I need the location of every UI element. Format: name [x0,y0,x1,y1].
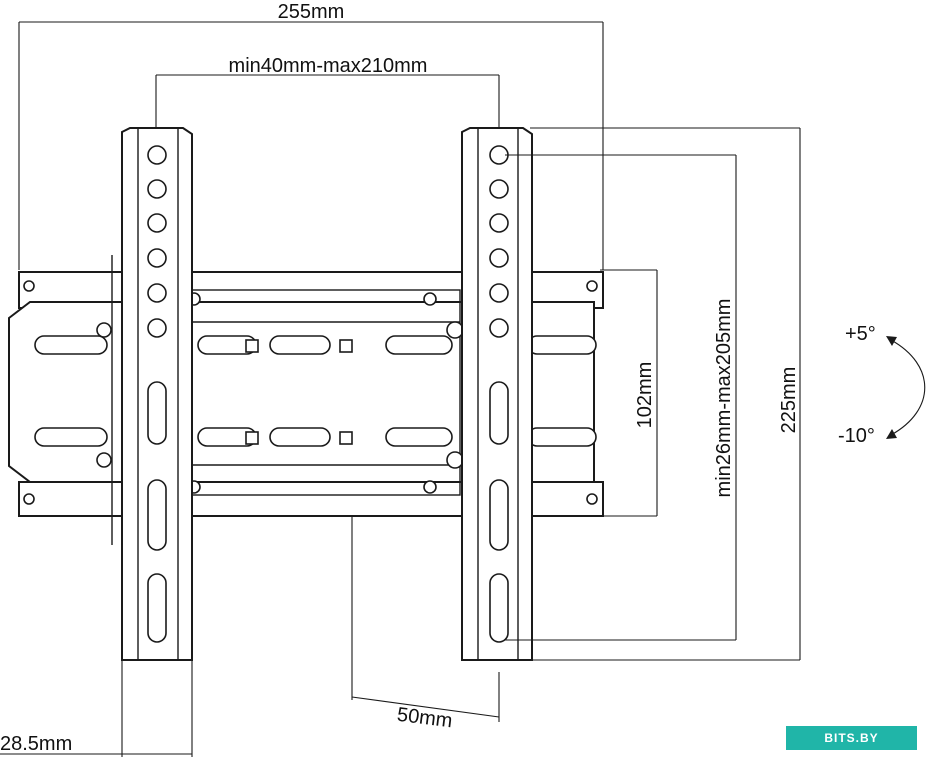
dim-vesa-horizontal: min40mm-max210mm [155,55,500,150]
tilt-arrow-down-icon [886,429,897,439]
watermark-text: BITS.BY [824,731,879,745]
tilt-arrow-up-icon [886,336,897,346]
label-vesa-vertical: min26mm-max205mm [713,299,735,498]
label-bracket-depth: 28.5mm [0,733,72,755]
label-wall-distance: 50mm [396,704,454,733]
label-vesa-horizontal: min40mm-max210mm [229,55,428,77]
label-overall-height: 225mm [778,367,800,434]
label-tilt-up: +5° [845,323,876,345]
dim-vesa-vertical: min26mm-max205mm [505,154,737,641]
tilt-indicator: +5° -10° [838,323,926,447]
dim-wall-plate-height: 102mm [600,269,658,517]
left-arm [111,127,193,661]
dim-overall-width: 255mm [18,1,604,270]
label-tilt-down: -10° [838,425,875,447]
dim-bracket-depth: 28.5mm [0,660,193,757]
label-wall-plate-height: 102mm [634,362,656,429]
dim-overall-height: 225mm [530,127,801,661]
label-overall-width: 255mm [278,1,345,23]
watermark-badge [786,726,917,750]
right-arm [461,127,533,661]
